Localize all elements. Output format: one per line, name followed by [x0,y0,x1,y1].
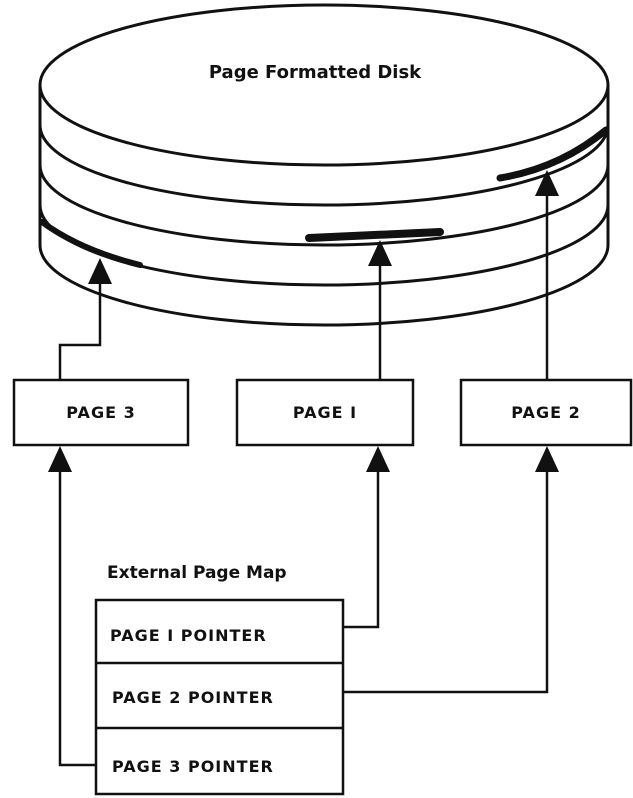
page3-box: PAGE 3 [12,378,190,447]
page2-disk-segment [496,126,610,182]
disk-top-surface [38,3,610,167]
page2-label: PAGE 2 [511,403,580,422]
page1-disk-segment [305,228,444,242]
arrowhead-to-disk-page3 [88,258,112,284]
pointer3-to-page3-line [58,468,96,767]
page3-label: PAGE 3 [66,403,135,422]
page-map-row-2: PAGE 2 POINTER [112,688,274,707]
arrowhead-to-disk-page1 [368,240,392,266]
pointer1-to-page1-line [343,468,380,629]
arrowhead-to-page2-box [535,446,559,472]
page-map-row-3: PAGE 3 POINTER [112,757,274,776]
arrowhead-to-page1-box [366,446,390,472]
connector-lines [58,194,549,767]
disk-page-segments [39,126,610,268]
pointer2-to-page2-line [343,468,549,694]
arrowheads [48,170,559,472]
disk-title: Page Formatted Disk [209,62,422,83]
page3-disk-segment [39,219,143,268]
page3-to-disk-line [58,282,102,380]
disk-bottom-edge [38,244,610,327]
page1-label: PAGE I [293,403,357,422]
page-map-title: External Page Map [107,563,287,583]
page-map-row-1: PAGE I POINTER [110,626,267,645]
arrowhead-to-disk-page2 [535,170,559,196]
page1-box: PAGE I [235,378,415,447]
disk-stack [38,3,610,327]
platter-edge-1 [38,124,610,207]
arrowhead-to-page3-box [48,446,72,472]
page2-box: PAGE 2 [459,378,633,447]
platter-edge-2 [38,164,610,247]
page-map-table: PAGE I POINTER PAGE 2 POINTER PAGE 3 POI… [94,598,345,796]
